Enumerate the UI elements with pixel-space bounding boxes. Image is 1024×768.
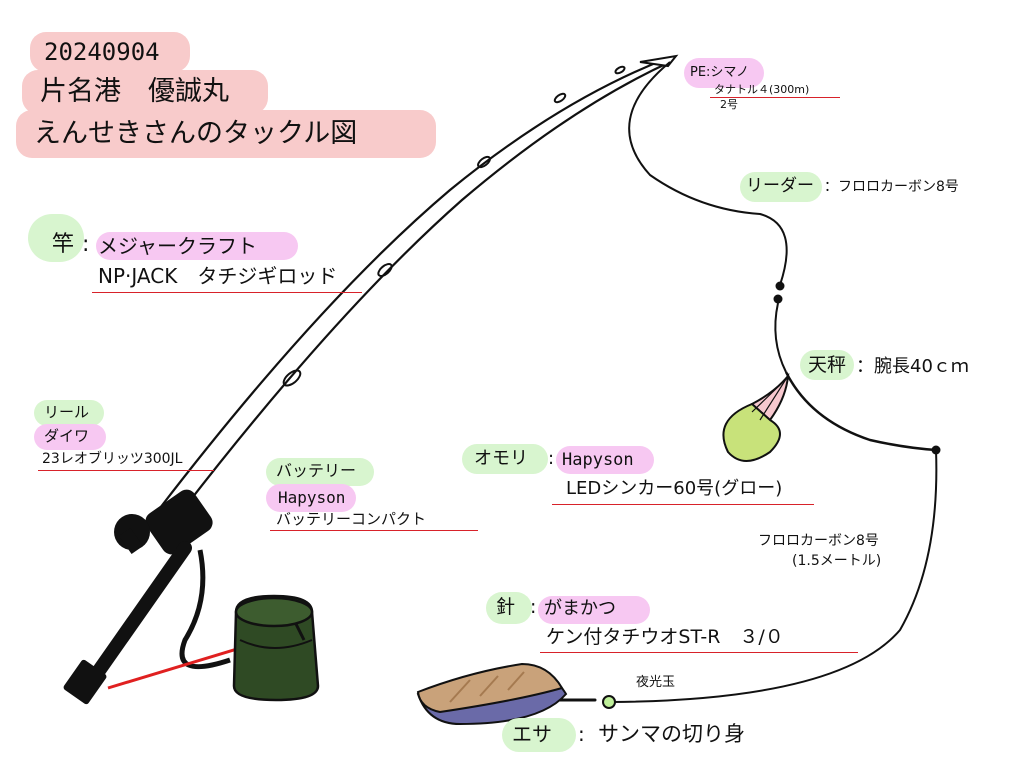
glow-bead-label: 夜光玉 <box>636 675 676 690</box>
leader-label-pill <box>740 172 822 202</box>
reel-label: リール <box>44 403 90 421</box>
battery-brand-pill <box>266 484 356 512</box>
swivel <box>773 281 785 304</box>
sinker-model: LEDシンカー60号(グロー) <box>566 478 783 499</box>
bait-colon: : <box>578 722 585 746</box>
reel-brand: ダイワ <box>44 427 90 445</box>
rod-handle <box>63 541 192 705</box>
reel-model: 23レオブリッツ300JL <box>42 451 183 467</box>
leader-spec: ：フロロカーボン8号 <box>824 179 959 195</box>
header-subtitle: えんせきさんのタックル図 <box>34 118 358 149</box>
pe-underline <box>710 97 840 98</box>
hook-brand: がまかつ <box>544 598 616 619</box>
battery-label-pill <box>266 458 374 486</box>
pe-label-pill <box>684 58 764 88</box>
rod-underline <box>92 292 362 293</box>
sinker-label-pill <box>462 444 548 474</box>
header-place-pill <box>22 70 268 114</box>
hook-label: 針 <box>496 596 516 618</box>
rod-label-pill <box>28 214 84 262</box>
harness-line-label: フロロカーボン8号 <box>758 533 879 549</box>
header-date-pill <box>30 32 190 72</box>
glow-bead <box>602 695 616 709</box>
fishing-rod <box>158 56 672 522</box>
bait-label-pill <box>502 718 576 752</box>
rod-guides <box>282 65 626 387</box>
hook-underline <box>540 652 858 653</box>
pe-model: タナトル４(300m) <box>714 83 810 96</box>
sinker-underline <box>552 504 814 505</box>
bait-label: エサ <box>512 722 552 746</box>
battery-label: バッテリー <box>276 461 357 480</box>
leader-line <box>774 302 787 373</box>
hook-label-pill <box>486 592 532 624</box>
reel-label-pill <box>34 400 104 426</box>
tenbin-label-pill <box>800 350 854 380</box>
sinker-colon: : <box>548 448 555 469</box>
hook-brand-pill <box>538 596 650 624</box>
rod-brand-pill <box>96 232 298 260</box>
hook-colon: : <box>530 596 537 618</box>
harness-length: (1.5メートル) <box>792 553 882 569</box>
battery-underline <box>270 530 478 531</box>
rod-label: 竿 <box>52 232 75 257</box>
reel-underline <box>38 470 214 471</box>
battery <box>232 594 320 702</box>
tenbin-arm <box>784 371 937 452</box>
rod-colon: : <box>82 232 90 257</box>
reel-brand-pill <box>34 424 106 450</box>
pe-label: PE:シマノ <box>690 65 750 80</box>
hook-model: ケン付タチウオST-R ３/０ <box>546 626 784 648</box>
header-date: 20240904 <box>44 38 160 66</box>
sinker-brand-pill <box>556 446 654 474</box>
tenbin-label: 天秤 <box>808 354 847 376</box>
bait <box>416 662 568 726</box>
header-place: 片名港 優誠丸 <box>40 76 229 107</box>
battery-brand: Hapyson <box>278 488 346 507</box>
rod-tip <box>639 54 679 68</box>
reel <box>114 489 213 555</box>
rod-brand: メジャークラフト <box>98 234 257 258</box>
rod-model: NP·JACK タチジギロッド <box>98 264 338 288</box>
pe-size: 2号 <box>720 98 738 111</box>
battery-cable <box>179 549 231 670</box>
header-subtitle-pill <box>16 110 436 158</box>
sinker-brand: Hapyson <box>562 450 634 470</box>
battery-model: バッテリーコンパクト <box>276 510 427 528</box>
leader-label: リーダー <box>746 176 814 196</box>
sinker <box>722 372 790 462</box>
sinker-label: オモリ <box>474 448 528 469</box>
bait-spec: サンマの切り身 <box>598 722 745 746</box>
tenbin-spec: ：腕長40ｃｍ <box>856 356 969 377</box>
harness-line <box>611 449 938 703</box>
pe-main-line <box>628 61 788 286</box>
